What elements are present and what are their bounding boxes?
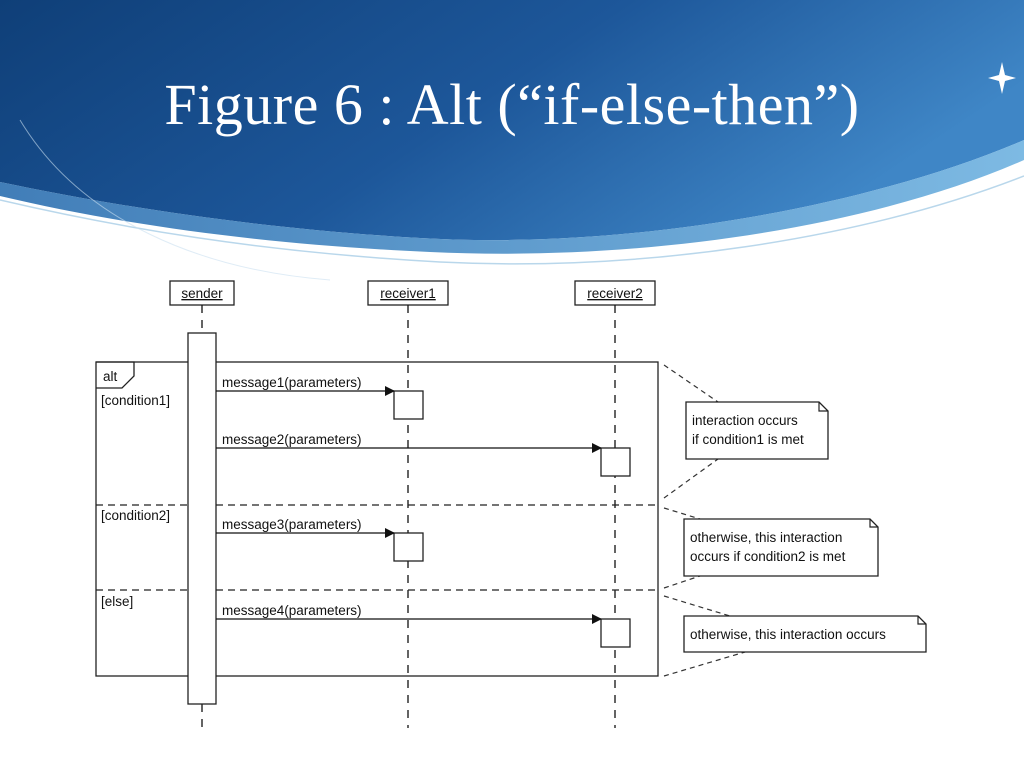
lifeline-label: receiver1 (380, 286, 436, 301)
note-connector (663, 575, 701, 589)
note-line: interaction occurs (692, 413, 798, 428)
message-label: message4(parameters) (222, 603, 362, 618)
note-line: if condition1 is met (692, 432, 804, 447)
message-1: message1(parameters) (216, 375, 395, 396)
message-2: message2(parameters) (216, 432, 602, 453)
message-label: message3(parameters) (222, 517, 362, 532)
message-label: message1(parameters) (222, 375, 362, 390)
message-label: message2(parameters) (222, 432, 362, 447)
note-line: otherwise, this interaction (690, 530, 842, 545)
lifeline-receiver1: receiver1 (367, 280, 449, 728)
note-connector (663, 458, 719, 499)
note-connector (663, 595, 731, 617)
receiver1-activation-1 (393, 390, 424, 420)
lifeline-label: receiver2 (587, 286, 643, 301)
note-else: otherwise, this interaction occurs (683, 615, 927, 653)
note-line: occurs if condition2 is met (690, 549, 846, 564)
alt-fragment: alt [condition1] [condition2] [else] (95, 361, 659, 677)
sender-activation (187, 332, 217, 705)
guard-condition2: [condition2] (101, 508, 170, 523)
note-condition1: interaction occurs if condition1 is met (685, 401, 829, 460)
receiver1-activation-2 (393, 532, 424, 562)
guard-else: [else] (101, 594, 133, 609)
receiver2-activation-1 (600, 447, 631, 477)
note-condition2: otherwise, this interaction occurs if co… (683, 518, 879, 577)
note-connector (663, 364, 719, 403)
header-background (0, 0, 1024, 281)
receiver2-activation-2 (600, 618, 631, 648)
sparkle-star-icon (988, 62, 1016, 94)
note-line: otherwise, this interaction occurs (690, 627, 886, 642)
message-4: message4(parameters) (216, 603, 602, 624)
lifeline-sender: sender (169, 280, 235, 728)
note-connector (663, 651, 746, 677)
guard-condition1: [condition1] (101, 393, 170, 408)
note-connector (663, 507, 701, 520)
lifeline-receiver2: receiver2 (574, 280, 656, 728)
slide-title: Figure 6 : Alt (“if-else-then”) (164, 72, 860, 137)
message-3: message3(parameters) (216, 517, 395, 538)
fragment-operator: alt (103, 369, 118, 384)
lifeline-label: sender (181, 286, 223, 301)
